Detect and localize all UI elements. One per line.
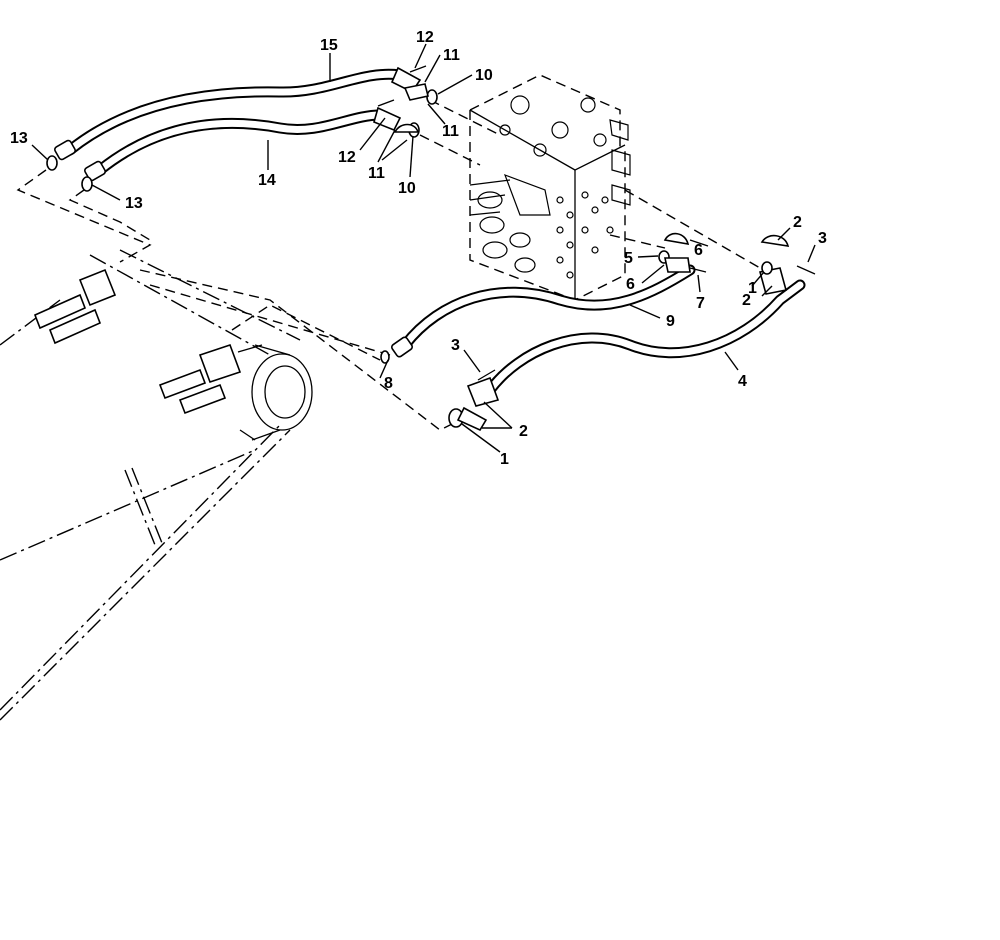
routing-lines [16,99,761,431]
cylinder-boss [237,344,313,441]
callout-3-lower: 3 [451,337,460,354]
control-valve-block [469,74,631,301]
callout-13-left: 13 [10,130,28,147]
callout-13-right: 13 [125,195,143,212]
hose-4 [466,267,806,407]
callout-2-right: 2 [742,292,751,309]
callout-12-lower: 12 [338,149,356,166]
callout-11-lower: 11 [368,165,385,182]
hose-9 [390,264,696,358]
callout-10-lower: 10 [398,180,416,197]
callout-1-right: 1 [748,280,757,297]
callout-9: 9 [666,313,675,330]
callout-labels: 15 12 11 10 11 13 14 12 11 10 13 2 3 6 5… [10,29,827,468]
callout-5: 5 [624,250,633,267]
callout-14: 14 [258,172,276,189]
left-fittings [33,268,242,415]
small-parts [46,65,816,432]
callout-4: 4 [738,373,747,390]
callout-10-upper: 10 [475,67,493,84]
callout-1-lower: 1 [500,451,509,468]
callout-11-mid: 11 [442,123,459,140]
callout-12-upper: 12 [416,29,434,46]
hose-14 [84,106,402,182]
leader-lines [31,43,816,453]
callout-7: 7 [696,295,705,312]
callout-6-upper: 6 [694,242,703,259]
callout-11-upper: 11 [443,47,460,64]
machine-outline [0,249,301,721]
callout-2-lower: 2 [519,423,528,440]
callout-8: 8 [384,375,393,392]
callout-6-lower: 6 [626,276,635,293]
callout-3-upper: 3 [818,230,827,247]
callout-2-upper: 2 [793,214,802,231]
callout-15: 15 [320,37,338,54]
